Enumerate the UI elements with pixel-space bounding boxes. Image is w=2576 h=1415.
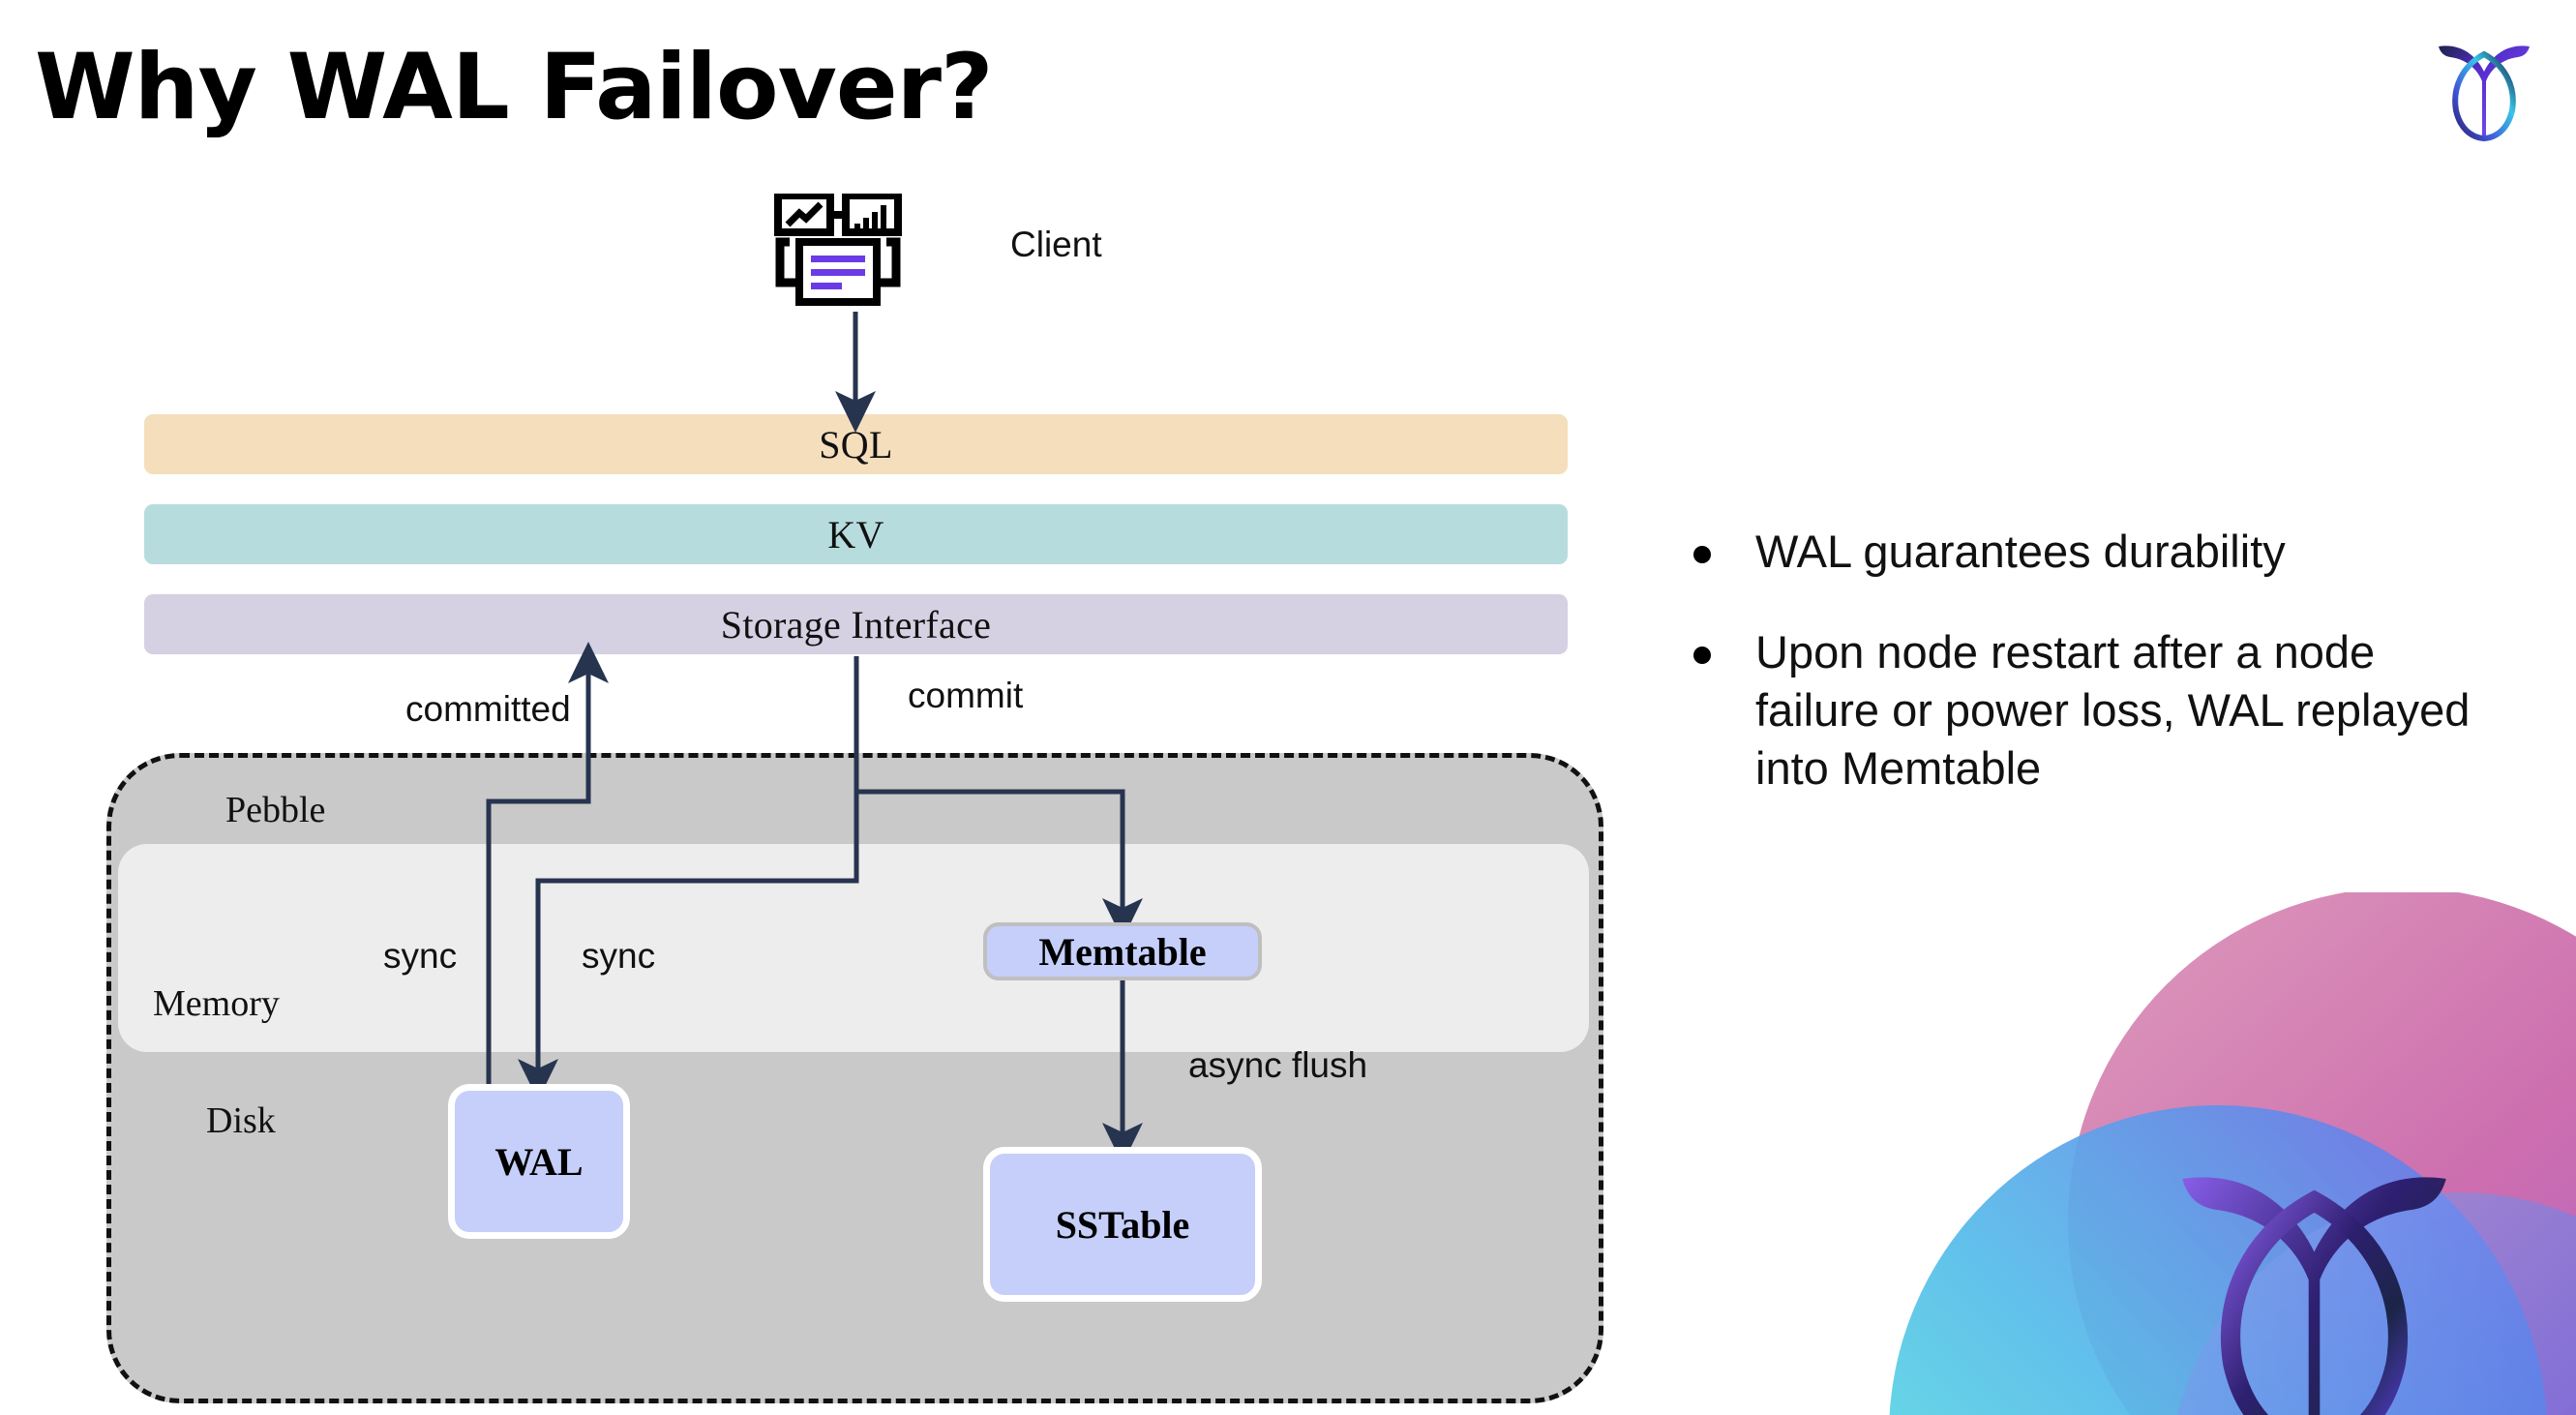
bullet-text: Upon node restart after a node failure o… bbox=[1755, 626, 2471, 795]
list-item: WAL guarantees durability bbox=[1693, 523, 2497, 581]
edge-label-committed: committed bbox=[405, 689, 571, 729]
architecture-diagram: Client SQL KV Storage Interface Pebble M… bbox=[106, 194, 1603, 1403]
client-monitor-icon bbox=[774, 194, 902, 306]
stack-layer-kv: KV bbox=[144, 504, 1568, 564]
bullet-dot-icon bbox=[1693, 546, 1711, 563]
memory-label: Memory bbox=[153, 983, 280, 1024]
diagram-connectors bbox=[486, 312, 1143, 1164]
bullet-dot-icon bbox=[1693, 647, 1711, 665]
edge-label-commit: commit bbox=[908, 676, 1024, 715]
stack-layer-storage-interface: Storage Interface bbox=[144, 594, 1568, 654]
edge-label-sync-write: sync bbox=[582, 936, 656, 976]
stack-layer-storage-interface-label: Storage Interface bbox=[720, 602, 992, 647]
decorative-circles-graphic bbox=[1889, 892, 2576, 1415]
node-sstable-label: SSTable bbox=[1055, 1202, 1190, 1247]
edge-label-async-flush: async flush bbox=[1188, 1045, 1368, 1085]
node-sstable: SSTable bbox=[983, 1147, 1262, 1302]
bullet-list: WAL guarantees durability Upon node rest… bbox=[1693, 523, 2497, 841]
bullet-text: WAL guarantees durability bbox=[1755, 526, 2286, 577]
stack-layer-kv-label: KV bbox=[827, 512, 884, 557]
pebble-label: Pebble bbox=[225, 790, 326, 830]
node-memtable: Memtable bbox=[983, 922, 1262, 980]
node-wal: WAL bbox=[448, 1084, 630, 1239]
disk-label: Disk bbox=[206, 1100, 276, 1141]
list-item: Upon node restart after a node failure o… bbox=[1693, 623, 2497, 798]
page-title: Why WAL Failover? bbox=[35, 35, 994, 140]
node-wal-label: WAL bbox=[494, 1139, 584, 1184]
edge-label-sync-committed: sync bbox=[383, 936, 458, 976]
client-label: Client bbox=[1010, 225, 1102, 264]
node-memtable-label: Memtable bbox=[1038, 929, 1207, 974]
cockroachdb-logo bbox=[2439, 45, 2530, 141]
